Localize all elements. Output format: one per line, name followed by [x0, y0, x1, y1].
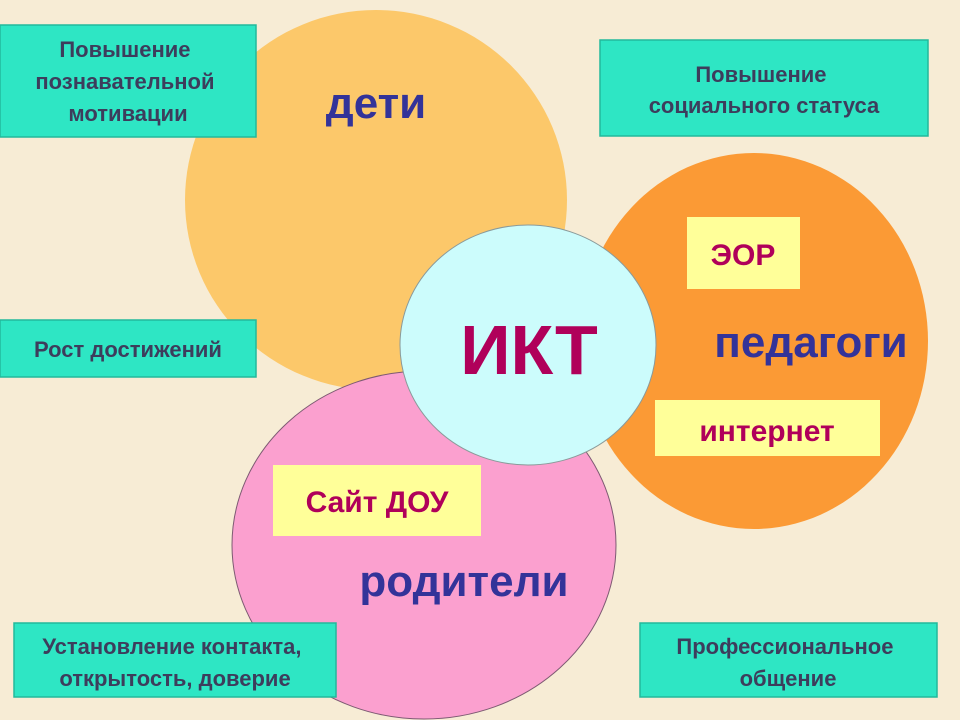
teachers-label: педагоги: [714, 318, 907, 367]
professional-box: Профессиональное общение: [639, 622, 938, 698]
professional-line-2: общение: [740, 666, 837, 691]
cognitive-motivation-text: Повышение познавательной мотивации: [35, 37, 220, 126]
social-status-text: Повышение социального статуса: [649, 62, 880, 118]
site-box: Сайт ДОУ: [273, 465, 481, 536]
parents-label: родители: [359, 557, 568, 606]
social-status-line-1: Повышение: [695, 62, 826, 87]
achievement-growth-box-bg: [0, 319, 257, 378]
social-status-box-bg: [599, 39, 929, 137]
social-status-line-2: социального статуса: [649, 93, 880, 118]
social-status-box: Повышение социального статуса: [599, 39, 929, 137]
cognitive-motivation-line-3: мотивации: [68, 101, 187, 126]
achievement-growth-box: Рост достижений: [0, 319, 257, 378]
cognitive-motivation-box: Повышение познавательной мотивации: [0, 24, 257, 138]
achievement-growth-text: Рост достижений: [34, 337, 222, 362]
cognitive-motivation-box-bg: [0, 24, 257, 138]
contact-text: Установление контакта, открытость, довер…: [42, 634, 307, 691]
children-label: дети: [326, 79, 426, 128]
eor-box: ЭОР: [687, 217, 800, 289]
professional-box-bg: [639, 622, 938, 698]
contact-line-2: открытость, доверие: [59, 666, 290, 691]
internet-label: интернет: [699, 415, 834, 448]
site-box-bg: [273, 465, 481, 536]
internet-box-bg: [655, 400, 880, 456]
contact-box-bg: [13, 622, 337, 698]
professional-line-1: Профессиональное: [676, 634, 893, 659]
achievement-growth-line-1: Рост достижений: [34, 337, 222, 362]
contact-box: Установление контакта, открытость, довер…: [13, 622, 337, 698]
eor-label: ЭОР: [711, 239, 776, 272]
ict-center-circle: [399, 224, 657, 466]
cognitive-motivation-line-2: познавательной: [35, 69, 214, 94]
cognitive-motivation-line-1: Повышение: [59, 37, 190, 62]
eor-box-bg: [687, 217, 800, 289]
ict-label: ИКТ: [460, 311, 598, 389]
site-label: Сайт ДОУ: [306, 486, 449, 519]
internet-box: интернет: [655, 400, 880, 456]
professional-text: Профессиональное общение: [676, 634, 899, 691]
contact-line-1: Установление контакта,: [42, 634, 301, 659]
